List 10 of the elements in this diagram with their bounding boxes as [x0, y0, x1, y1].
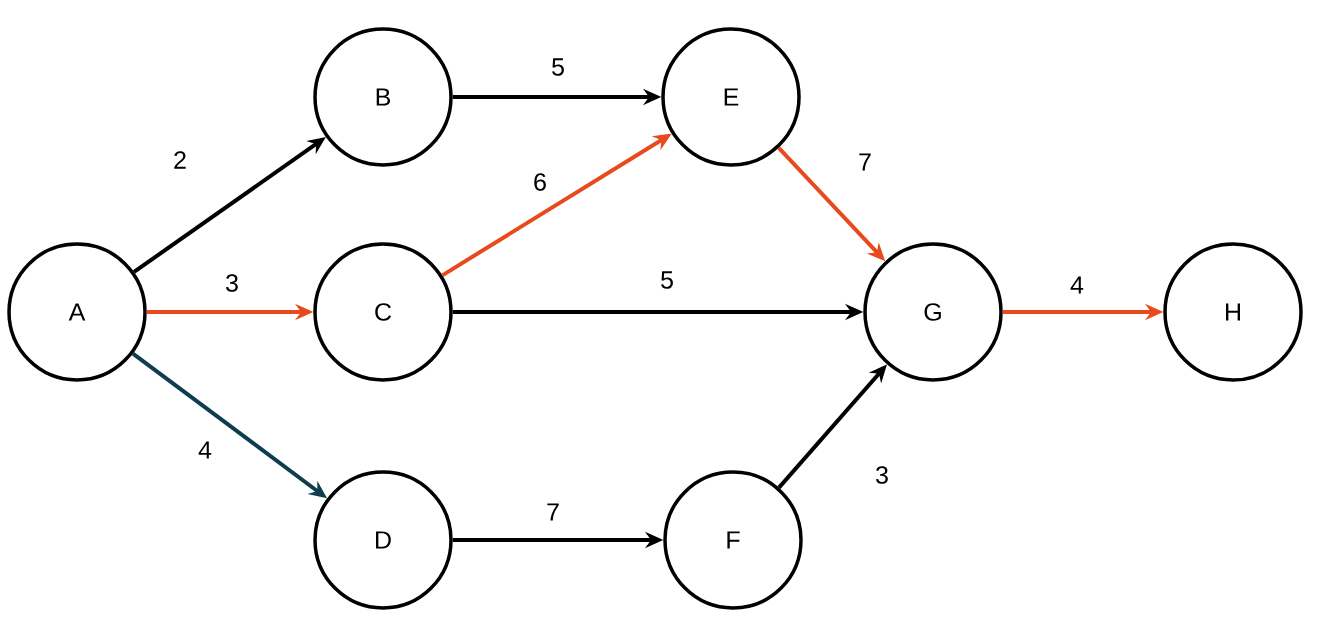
- edge-label: 5: [658, 269, 676, 291]
- edge-label: 4: [196, 439, 214, 461]
- edge-label: 7: [856, 151, 874, 173]
- edge-label: 3: [223, 272, 241, 294]
- edge-label: 7: [544, 501, 562, 523]
- edge-label: 3: [873, 464, 891, 486]
- edge-label: 5: [549, 56, 567, 78]
- edge-label: 6: [531, 171, 549, 193]
- edge-label: 2: [171, 149, 189, 171]
- edge-label: 4: [1068, 274, 1086, 296]
